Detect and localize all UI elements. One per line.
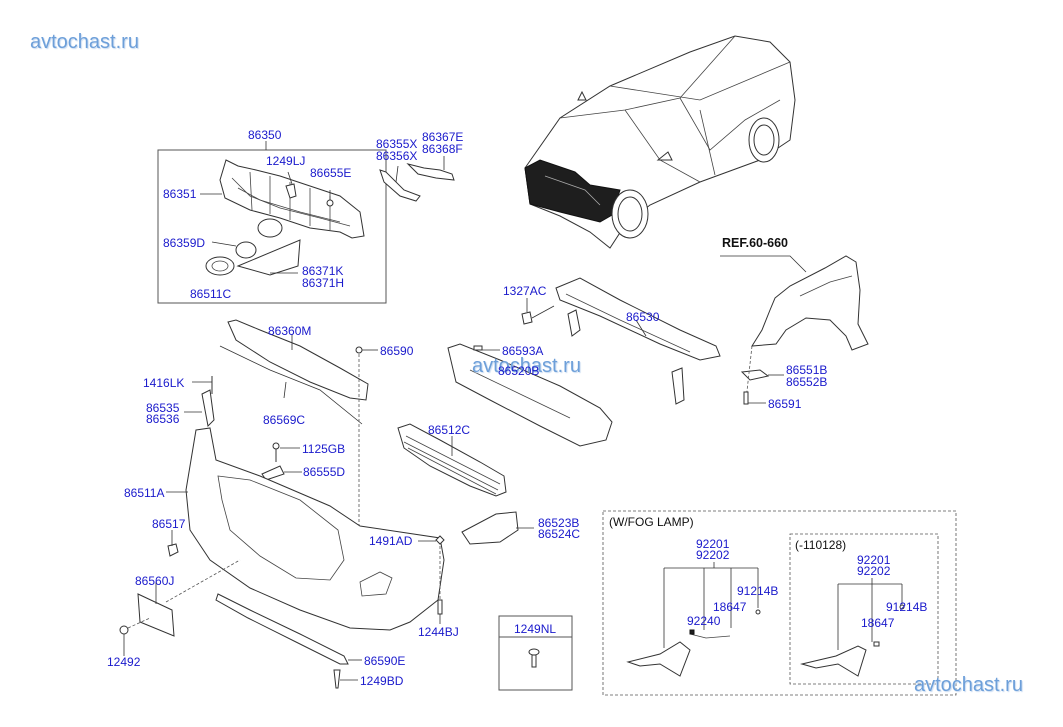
part-86511C[interactable]: 86511C bbox=[190, 287, 232, 301]
dated-part-91214B[interactable]: 91214B bbox=[886, 600, 928, 614]
part-1249BD[interactable]: 1249BD bbox=[360, 674, 404, 688]
grille-assembly-box bbox=[157, 141, 387, 304]
bumper-beam-illustration bbox=[521, 277, 721, 405]
part-86517[interactable]: 86517 bbox=[152, 517, 186, 531]
upper-guard-illustration bbox=[219, 319, 378, 530]
part-86590[interactable]: 86590 bbox=[380, 344, 414, 358]
watermark-center: avtochast.ru bbox=[472, 355, 581, 377]
watermark-top-left: avtochast.ru bbox=[30, 31, 139, 53]
bumper-cover-illustration bbox=[119, 427, 445, 689]
part-86536[interactable]: 86536 bbox=[146, 412, 180, 426]
part-86356X[interactable]: 86356X bbox=[376, 149, 418, 163]
part-86371K[interactable]: 86371K bbox=[302, 264, 344, 278]
fog-part-91214B[interactable]: 91214B bbox=[737, 584, 779, 598]
car-overview-illustration bbox=[524, 35, 796, 249]
fog-lamp-group bbox=[602, 510, 957, 696]
part-86590E[interactable]: 86590E bbox=[364, 654, 406, 668]
part-86368F[interactable]: 86368F bbox=[422, 142, 463, 156]
part-86523B[interactable]: 86523B bbox=[538, 516, 580, 530]
lower-grille-illustration bbox=[397, 423, 507, 497]
fog-part-92201[interactable]: 92201 bbox=[696, 537, 730, 551]
reference-label: REF.60-660 bbox=[722, 236, 789, 250]
part-86591[interactable]: 86591 bbox=[768, 397, 802, 411]
part-86520B[interactable]: 86520B bbox=[498, 364, 540, 378]
fastener-box bbox=[498, 615, 573, 691]
part-86535[interactable]: 86535 bbox=[146, 401, 180, 415]
part-1327AC[interactable]: 1327AC bbox=[503, 284, 547, 298]
part-1125GB[interactable]: 1125GB bbox=[302, 442, 346, 456]
part-1249LJ[interactable]: 1249LJ bbox=[266, 154, 306, 168]
part-86524C[interactable]: 86524C bbox=[538, 527, 581, 541]
part-86530[interactable]: 86530 bbox=[626, 310, 660, 324]
part-86552B[interactable]: 86552B bbox=[786, 375, 828, 389]
part-86371H[interactable]: 86371H bbox=[302, 276, 345, 290]
part-86359D[interactable]: 86359D bbox=[163, 236, 206, 250]
dated-part-18647[interactable]: 18647 bbox=[861, 616, 895, 630]
grille-brackets bbox=[379, 156, 455, 202]
part-86655E[interactable]: 86655E bbox=[310, 166, 352, 180]
watermark-bottom-right: avtochast.ru bbox=[914, 674, 1023, 696]
fog-part-92202[interactable]: 92202 bbox=[696, 548, 730, 562]
part-86593A[interactable]: 86593A bbox=[502, 344, 544, 358]
dated-part-92202[interactable]: 92202 bbox=[857, 564, 891, 578]
fog-part-92240[interactable]: 92240 bbox=[687, 614, 721, 628]
dated-part-92201[interactable]: 92201 bbox=[857, 553, 891, 567]
part-1244BJ[interactable]: 1244BJ bbox=[418, 625, 459, 639]
fog-cover-illustration bbox=[461, 511, 534, 545]
fog-part-18647[interactable]: 18647 bbox=[713, 600, 747, 614]
part-86355X[interactable]: 86355X bbox=[376, 137, 418, 151]
part-86512C[interactable]: 86512C bbox=[428, 423, 471, 437]
part-1416LK[interactable]: 1416LK bbox=[143, 376, 185, 390]
part-86560J[interactable]: 86560J bbox=[135, 574, 175, 588]
fog-lamp-group-label: (W/FOG LAMP) bbox=[609, 515, 694, 529]
energy-absorber-illustration bbox=[447, 343, 613, 447]
part-86360M[interactable]: 86360M bbox=[268, 324, 312, 338]
side-brackets-illustration bbox=[184, 376, 302, 481]
part-86350[interactable]: 86350 bbox=[248, 128, 282, 142]
date-limited-group-label: (-110128) bbox=[795, 538, 847, 552]
fender-illustration bbox=[720, 255, 869, 405]
part-86569C[interactable]: 86569C bbox=[263, 413, 306, 427]
part-86511A[interactable]: 86511A bbox=[124, 486, 165, 500]
part-86551B[interactable]: 86551B bbox=[786, 363, 828, 377]
part-12492[interactable]: 12492 bbox=[107, 655, 141, 669]
part-1491AD[interactable]: 1491AD bbox=[369, 534, 413, 548]
part-86555D[interactable]: 86555D bbox=[303, 465, 346, 479]
fastener-box-title[interactable]: 1249NL bbox=[514, 622, 557, 636]
part-86351[interactable]: 86351 bbox=[163, 187, 197, 201]
part-86367E[interactable]: 86367E bbox=[422, 130, 464, 144]
